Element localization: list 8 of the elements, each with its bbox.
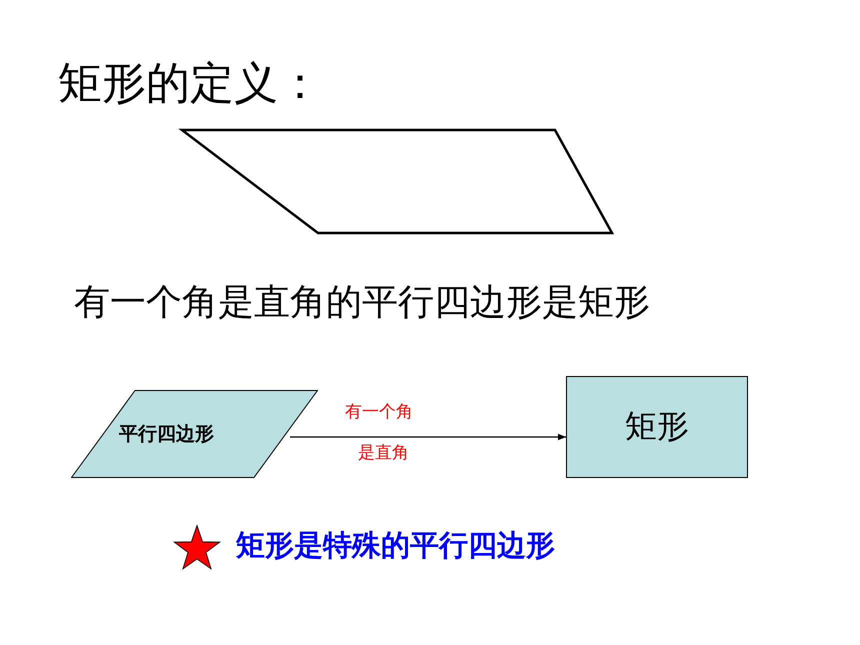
- parallelogram-shape: 平行四边形: [71, 390, 318, 478]
- condition-label: 是直角: [358, 444, 409, 463]
- rectangle-box: 矩形: [566, 376, 748, 478]
- definition-sentence: 有一个角是直角的平行四边形是矩形: [74, 283, 650, 323]
- condition-label: 有一个角: [345, 403, 413, 422]
- arrow: [290, 434, 566, 440]
- conclusion-text: 矩形是特殊的平行四边形: [236, 530, 555, 562]
- title: 矩形的定义：: [58, 60, 322, 108]
